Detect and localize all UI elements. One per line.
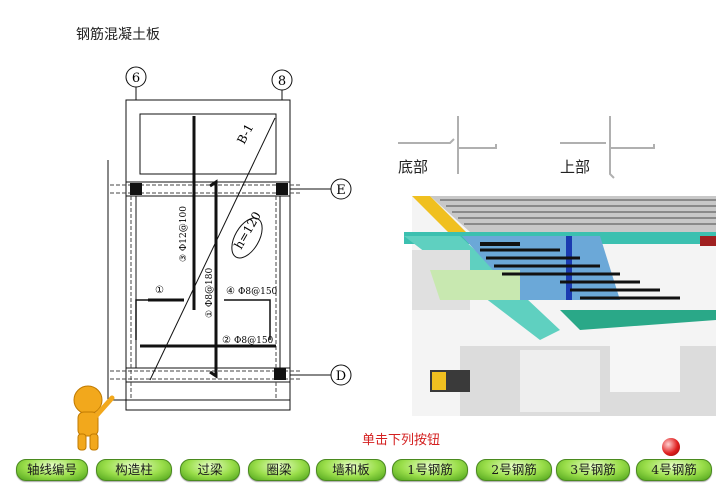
structural-column-button[interactable]: 构造柱 (96, 459, 172, 481)
rebar-brackets (135, 299, 271, 340)
rebar-2-button[interactable]: 2号钢筋 (476, 459, 552, 481)
active-indicator (662, 438, 680, 456)
wall-outlines (107, 99, 291, 411)
column-8D (274, 368, 286, 380)
slab-3d-model (404, 196, 716, 416)
slab-3d-rebars (480, 248, 680, 300)
axis-6-bubble: 6 (125, 66, 147, 100)
axis-D-bubble: D (290, 364, 352, 386)
lintel-button[interactable]: 过梁 (180, 459, 240, 481)
beam-dashes (110, 184, 300, 400)
rebar-3-label: ③ Φ12@100 (179, 206, 189, 262)
svg-text:6: 6 (132, 71, 140, 86)
axis-E-bubble: E (290, 178, 352, 200)
button-bar: 轴线编号 构造柱 过梁 圈梁 墙和板 1号钢筋 2号钢筋 3号钢筋 4号钢筋 (16, 459, 716, 481)
marker-4: ④ (226, 286, 235, 297)
wall-and-slab-button[interactable]: 墙和板 (316, 459, 386, 481)
rebar-1-button[interactable]: 1号钢筋 (392, 459, 468, 481)
axis-numbering-button[interactable]: 轴线编号 (16, 459, 88, 481)
rebar-2-label: Φ8@150 (234, 336, 274, 346)
svg-text:E: E (336, 183, 346, 198)
section-line (149, 117, 276, 381)
axis-8-bubble: 8 (271, 69, 293, 100)
top-legend-cross (560, 116, 655, 179)
ring-beam-button[interactable]: 圈梁 (248, 459, 310, 481)
bottom-label: 底部 (398, 158, 429, 176)
bottom-legend-cross (398, 116, 497, 174)
section-label: B-1 (234, 122, 256, 147)
marker-1: ① (155, 285, 164, 296)
svg-text:D: D (336, 369, 346, 384)
rebar-3-button[interactable]: 3号钢筋 (556, 459, 630, 481)
svg-text:8: 8 (278, 74, 286, 89)
instruction-text: 单击下列按钮 (362, 433, 441, 448)
column-6E (130, 183, 142, 195)
column-8E (276, 183, 288, 195)
thickness-ellipse (231, 217, 263, 259)
rebar-1-label: ① Φ8@180 (205, 268, 215, 318)
rebar-4-label: Φ8@150 (238, 287, 278, 297)
marker-2: ② (222, 335, 231, 346)
cartoon-guide-figure (73, 385, 115, 451)
page-title: 钢筋混凝土板 (76, 27, 160, 43)
top-label: 上部 (560, 158, 591, 176)
slab-3d-top-bars (440, 199, 716, 225)
rebar-4-button[interactable]: 4号钢筋 (636, 459, 712, 481)
